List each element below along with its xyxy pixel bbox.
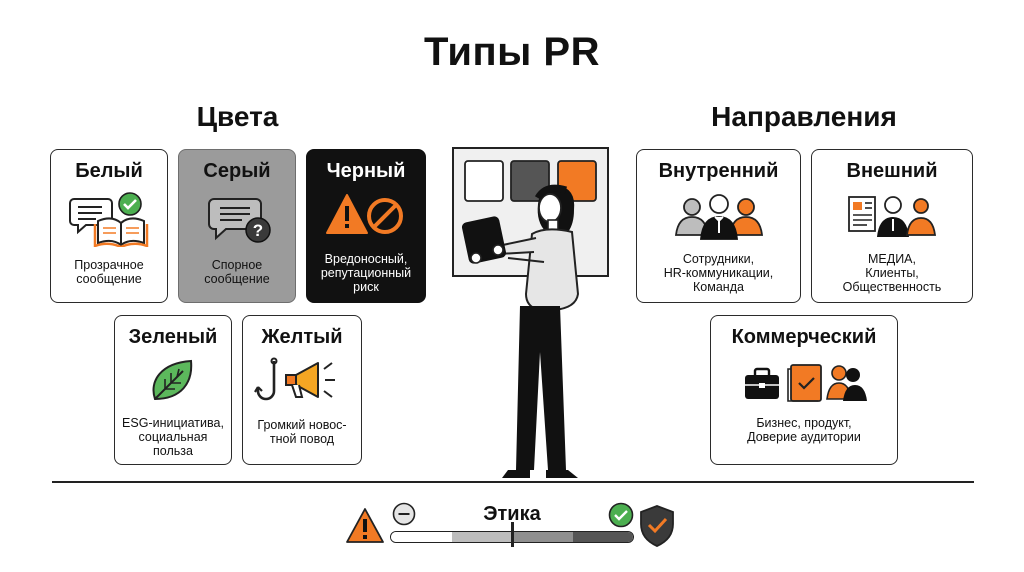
color-card-desc: Спорное сообщение	[204, 258, 270, 286]
team-people-icon	[674, 191, 764, 246]
ethics-label: Этика	[483, 503, 541, 525]
color-card-black[interactable]: Черный Вредоносный, репутационный риск	[306, 149, 426, 303]
warning-prohibited-icon	[321, 191, 411, 246]
color-card-white[interactable]: Белый Прозрачное сообщение	[50, 149, 168, 303]
direction-card-title: Коммерческий	[731, 326, 877, 348]
check-circle-icon	[608, 502, 634, 528]
warning-triangle-icon	[346, 508, 384, 543]
color-card-desc: Громкий новос- тной повод	[257, 418, 347, 446]
color-card-desc: Прозрачное сообщение	[74, 258, 144, 286]
open-book-speech-check-icon	[64, 191, 154, 252]
color-card-title: Серый	[203, 160, 271, 182]
direction-card-external[interactable]: Внешний МЕДИА, Клиенты, Общественность	[811, 149, 973, 303]
board-swatch	[464, 160, 504, 202]
colors-heading: Цвета	[196, 101, 279, 132]
color-card-title: Зеленый	[128, 326, 218, 348]
speech-bubble-question-icon: ?	[192, 191, 282, 252]
svg-text:?: ?	[253, 221, 263, 240]
briefcase-book-people-icon	[739, 357, 869, 410]
color-card-title: Белый	[75, 160, 143, 182]
color-card-gray[interactable]: Серый ? Спорное сообщение	[178, 149, 296, 303]
direction-card-internal[interactable]: Внутренний Сотрудники, HR-коммуникации, …	[636, 149, 801, 303]
direction-card-commercial[interactable]: Коммерческий Бизнес, продукт, Доверие ау…	[710, 315, 898, 465]
person-at-board-illustration	[452, 147, 609, 478]
hook-megaphone-icon	[254, 357, 350, 412]
shield-check-icon	[640, 505, 674, 547]
ethics-scale-marker	[511, 522, 514, 547]
color-card-desc: ESG-инициатива, социальная польза	[122, 416, 224, 458]
direction-card-title: Внешний	[846, 160, 938, 182]
color-card-yellow[interactable]: Желтый Громкий новос- тной повод	[242, 315, 362, 465]
direction-card-desc: Сотрудники, HR-коммуникации, Команда	[663, 252, 774, 294]
page-title: Типы PR	[424, 30, 600, 74]
direction-card-title: Внутренний	[658, 160, 779, 182]
directions-heading: Направления	[711, 101, 897, 132]
color-card-desc: Вредоносный, репутационный риск	[320, 252, 412, 294]
leaf-icon	[143, 357, 203, 410]
floor-divider	[52, 481, 974, 483]
newspaper-people-icon	[847, 191, 937, 246]
color-card-green[interactable]: Зеленый ESG-инициатива, социальная польз…	[114, 315, 232, 465]
minus-circle-icon	[392, 502, 416, 526]
direction-card-desc: МЕДИА, Клиенты, Общественность	[842, 252, 942, 294]
color-card-title: Черный	[326, 160, 406, 182]
direction-card-desc: Бизнес, продукт, Доверие аудитории	[747, 416, 861, 444]
color-card-title: Желтый	[261, 326, 343, 348]
